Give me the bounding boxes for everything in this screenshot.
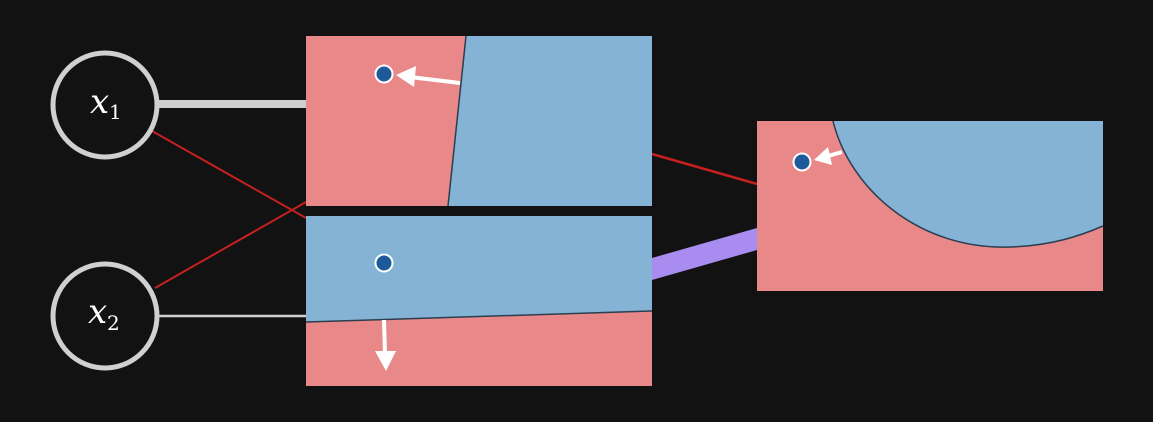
hidden-unit-2-blue-region xyxy=(306,216,652,322)
hidden-unit-1-boundary xyxy=(447,36,467,206)
output-unit-data-point xyxy=(792,152,812,172)
hidden-unit-1-panel xyxy=(306,36,652,206)
edge-hidden1-to-output xyxy=(651,152,758,186)
input-node-x2-circle xyxy=(50,261,160,371)
edge-x2-to-hidden1 xyxy=(154,201,307,289)
input-node-x2: x 2 xyxy=(50,261,160,371)
hidden-unit-2-gradient-arrow-shaft xyxy=(382,319,387,356)
input-node-x1-subscript: 1 xyxy=(109,100,122,124)
input-node-x1: x 1 xyxy=(50,50,160,160)
hidden-unit-1-gradient-arrow-shaft xyxy=(409,75,461,85)
output-unit-gradient-arrow-head xyxy=(814,147,832,165)
hidden-unit-2-panel xyxy=(306,216,652,386)
hidden-unit-2-boundary xyxy=(306,310,652,323)
hidden-unit-2-data-point xyxy=(374,253,394,273)
hidden-unit-1-gradient-arrow-head xyxy=(396,66,416,87)
edge-hidden2-to-output xyxy=(652,228,757,280)
hidden-unit-1-data-point xyxy=(374,64,394,84)
input-node-x2-label: x xyxy=(88,292,107,332)
hidden-unit-1-blue-region xyxy=(448,36,652,206)
input-node-x1-label: x xyxy=(90,82,109,122)
output-unit-boundary xyxy=(832,121,1103,248)
hidden-unit-2-gradient-arrow-head xyxy=(375,351,396,371)
edge-x1-to-hidden2 xyxy=(151,130,307,219)
output-unit-gradient-arrow-shaft xyxy=(827,150,843,158)
input-node-x1-circle xyxy=(50,50,160,160)
output-unit-panel xyxy=(757,121,1103,291)
edges xyxy=(151,100,758,318)
input-node-x2-subscript: 2 xyxy=(107,311,120,335)
